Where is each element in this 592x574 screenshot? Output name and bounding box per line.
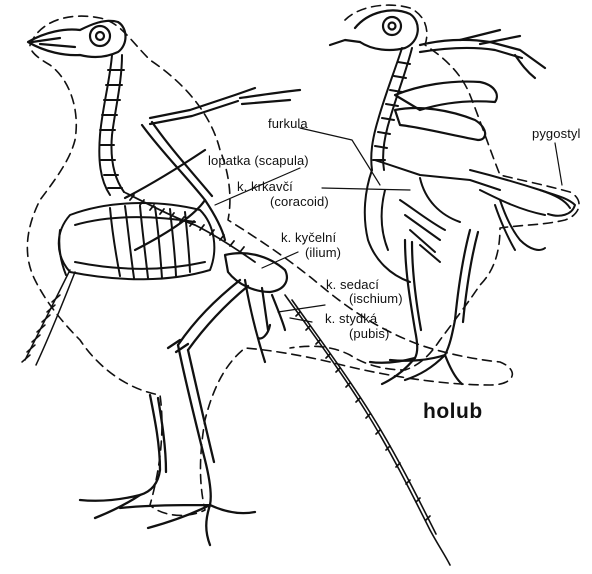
- right-sternum: [365, 160, 500, 282]
- label-pubis: (pubis): [349, 327, 389, 341]
- left-neck: [99, 55, 124, 195]
- leader-sedaci: [278, 305, 325, 312]
- label-holub: holub: [423, 400, 483, 424]
- label-lopatka: lopatka (scapula): [208, 154, 309, 168]
- leader-stydka: [290, 318, 312, 322]
- leader-pygostyl: [555, 143, 562, 185]
- left-legs: [80, 280, 255, 545]
- label-ischium: (ischium): [349, 292, 403, 306]
- label-sedaci: k. sedací: [326, 278, 379, 292]
- label-kycelni: k. kyčelní: [281, 231, 336, 245]
- leader-furkula: [300, 128, 380, 185]
- right-legs: [370, 230, 478, 384]
- left-forelimb-feathers: [22, 270, 75, 365]
- label-stydka: k. stydká: [325, 312, 377, 326]
- left-pelvis: [225, 253, 287, 362]
- left-wing: [125, 88, 300, 250]
- label-furkula: furkula: [268, 117, 308, 131]
- label-pygostyl: pygostyl: [532, 127, 581, 141]
- right-skull: [330, 10, 418, 50]
- label-coracoid: (coracoid): [270, 195, 329, 209]
- right-pelvis-tail: [470, 170, 575, 250]
- label-krkavci: k. krkavčí: [237, 180, 293, 194]
- left-skull: [28, 21, 126, 57]
- right-wing-raised: [395, 30, 545, 140]
- label-ilium: (ilium): [305, 246, 341, 260]
